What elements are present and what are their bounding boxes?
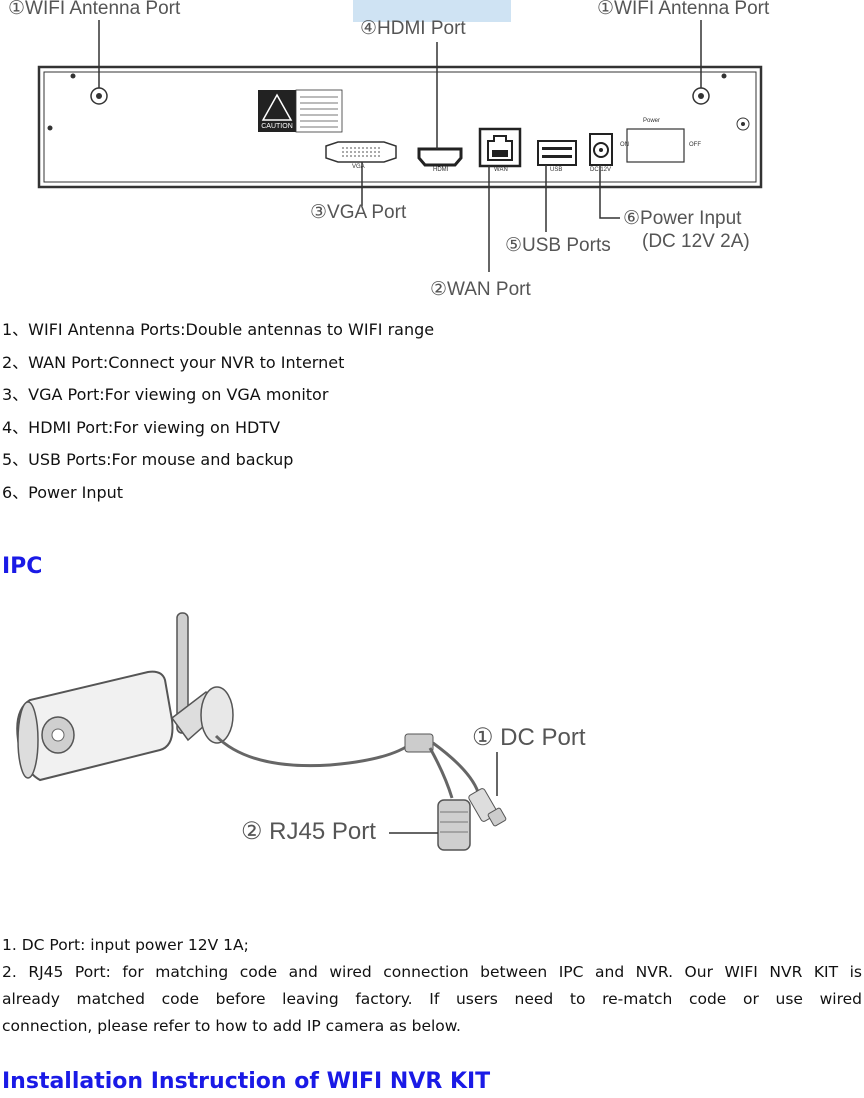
panel-label-dc: DC 12V: [590, 167, 612, 173]
callout-usb: ⑤USB Ports: [505, 235, 611, 256]
list-item: 5、USB Ports:For mouse and backup: [2, 450, 294, 469]
ipc-camera-illustration: [16, 612, 507, 851]
callout-power-input: ⑥Power Input: [623, 208, 742, 229]
ipc-diagram: ① DC Port ② RJ45 Port: [0, 600, 864, 870]
callout-wan: ②WAN Port: [430, 279, 531, 300]
panel-label-hdmi: HDMI: [433, 167, 449, 173]
ipc-heading: IPC: [2, 554, 43, 579]
callout-vga: ③VGA Port: [310, 202, 407, 223]
list-item: 2、WAN Port:Connect your NVR to Internet: [2, 352, 345, 372]
port-notes: 1. DC Port: input power 12V 1A; 2. RJ45 …: [2, 932, 862, 1040]
nvr-diagram: CAUTION VGA HDMI WAN USB DC 12V Power ON…: [0, 0, 864, 305]
callout-wifi-antenna-left: ①WIFI Antenna Port: [8, 0, 181, 19]
callout-power-spec: (DC 12V 2A): [642, 231, 750, 252]
header-highlight: [353, 0, 511, 22]
panel-label-vga: VGA: [352, 164, 365, 170]
note-dc-port: 1. DC Port: input power 12V 1A;: [2, 936, 249, 954]
note-rj45-line-1: 2. RJ45 Port: for matching code and wire…: [2, 963, 862, 981]
panel-label-usb: USB: [550, 167, 563, 173]
note-rj45-line-3: connection, please refer to how to add I…: [2, 1017, 461, 1035]
nvr-rear-panel: [37, 20, 763, 272]
callout-hdmi: ④HDMI Port: [360, 18, 466, 39]
installation-heading: Installation Instruction of WIFI NVR KIT: [2, 1069, 491, 1094]
list-item: 6、Power Input: [2, 482, 124, 502]
list-item: 4、HDMI Port:For viewing on HDTV: [2, 417, 281, 437]
ipc-callout-dc-port: ① DC Port: [472, 724, 586, 751]
panel-label-off: OFF: [689, 142, 701, 148]
panel-label-wan: WAN: [494, 167, 508, 173]
caution-label: CAUTION: [261, 123, 293, 130]
list-item: 3、VGA Port:For viewing on VGA monitor: [2, 385, 329, 404]
callout-wifi-antenna-right: ①WIFI Antenna Port: [597, 0, 770, 19]
note-rj45-line-2: already matched code before leaving fact…: [2, 990, 862, 1008]
panel-label-power: Power: [643, 118, 661, 124]
panel-label-on: ON: [620, 142, 629, 148]
list-item: 1、WIFI Antenna Ports:Double antennas to …: [2, 320, 435, 339]
port-list: 1、WIFI Antenna Ports:Double antennas to …: [2, 314, 434, 509]
ipc-callout-rj45-port: ② RJ45 Port: [241, 818, 376, 845]
